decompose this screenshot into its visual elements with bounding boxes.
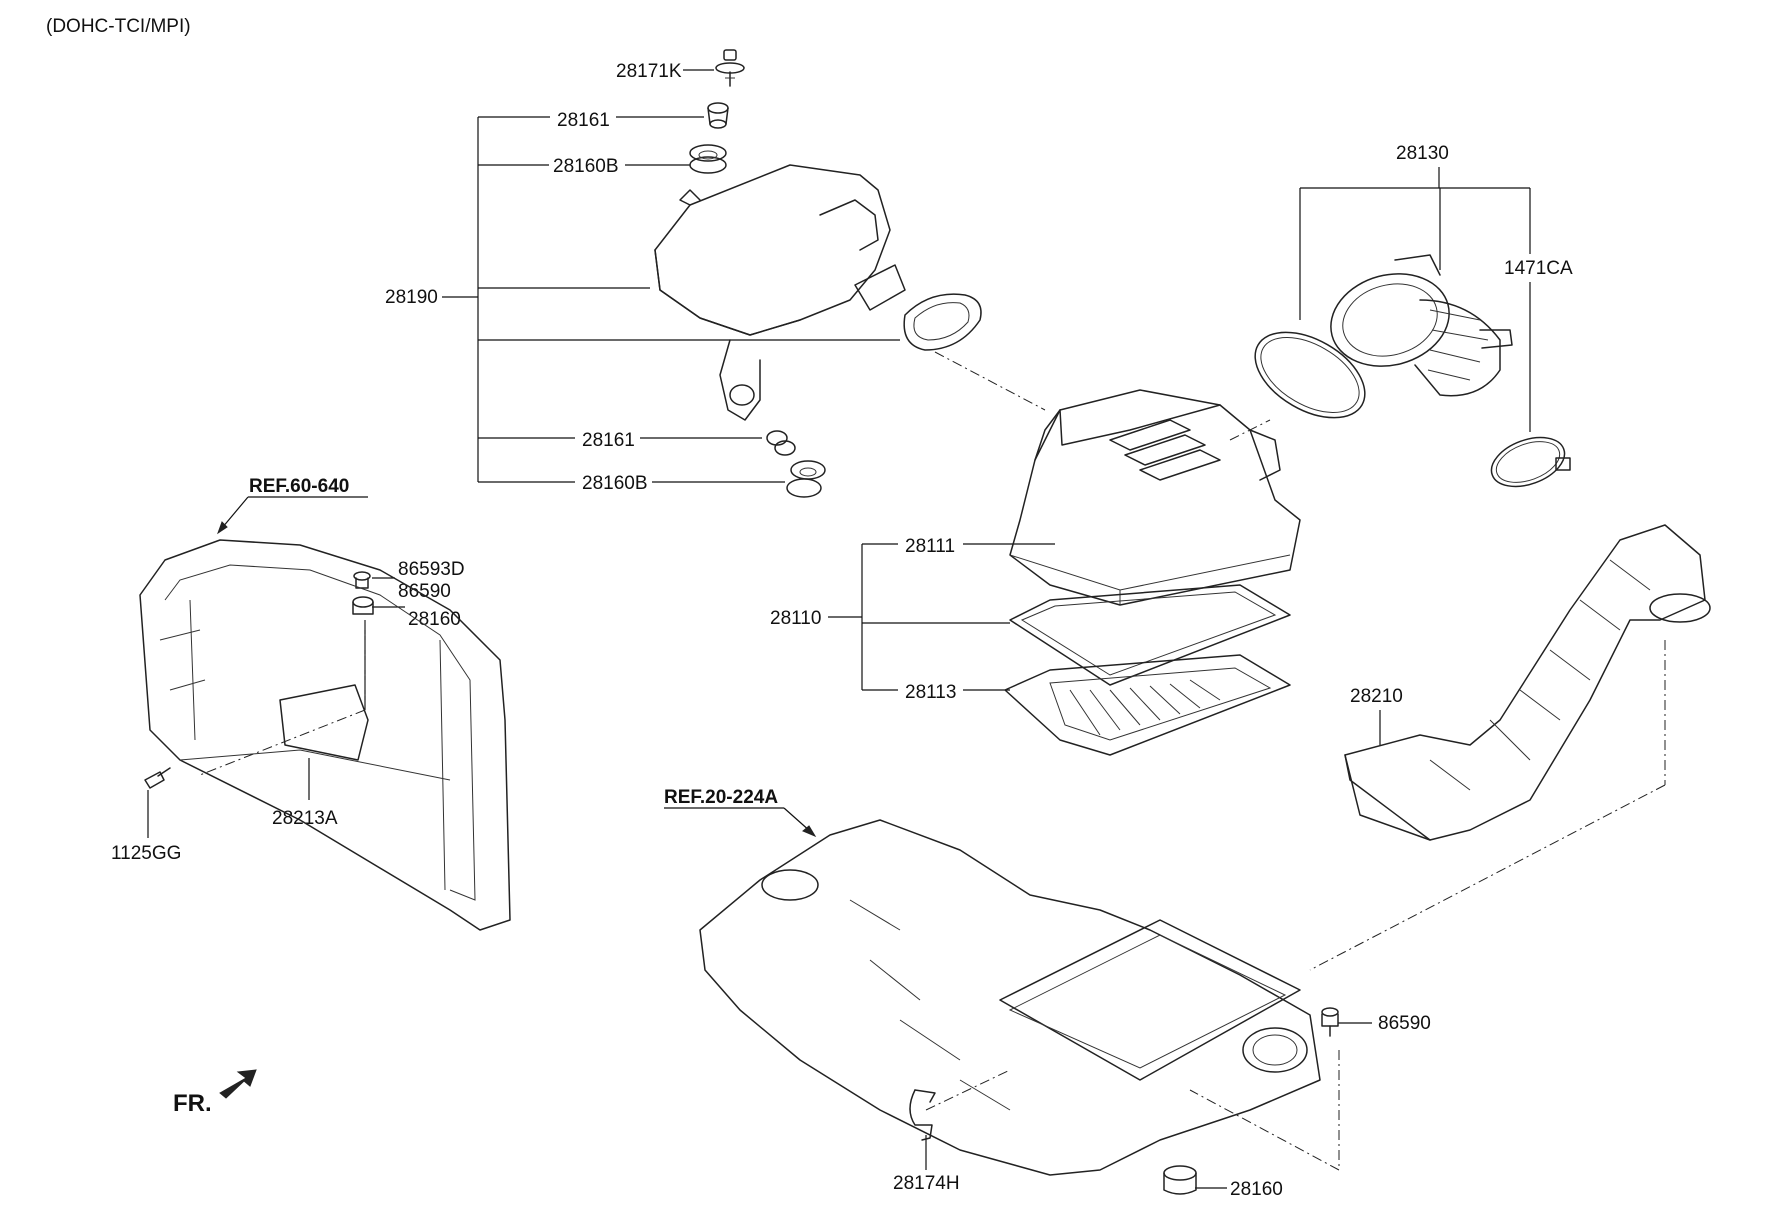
part-label-28171K[interactable]: 28171K [616,61,682,82]
bolt-86590-right-icon[interactable] [1321,1007,1339,1037]
clip-28174H-icon[interactable] [909,1089,936,1141]
front-direction-arrow-icon [219,1069,257,1099]
o-ring-28161-bottom-icon[interactable] [766,430,796,456]
part-label-28160B-top[interactable]: 28160B [553,156,619,177]
bolt-1125GG-icon[interactable] [144,767,171,789]
part-label-28160B-bottom[interactable]: 28160B [582,473,648,494]
part-label-28160-bottom[interactable]: 28160 [1230,1179,1283,1200]
part-label-86593D[interactable]: 86593D [398,559,465,580]
grommet-28161-top-icon[interactable] [707,102,729,129]
bolt-28171K-icon[interactable] [715,49,745,87]
part-label-28161-top[interactable]: 28161 [557,110,610,131]
mount-28160-bottom-icon[interactable] [1163,1165,1197,1195]
grommet-28160B-bottom-icon[interactable] [786,460,826,498]
resonator-cover-28190[interactable] [654,164,906,421]
part-label-28161-bottom[interactable]: 28161 [582,430,635,451]
part-label-28111[interactable]: 28111 [905,536,955,557]
assembly-center-lines [199,351,1666,1171]
air-duct-28210[interactable] [1344,524,1711,841]
grommet-28160B-top-icon[interactable] [689,144,727,174]
part-label-28113[interactable]: 28113 [905,682,956,703]
part-label-28174H[interactable]: 28174H [893,1173,960,1194]
part-label-28160-left[interactable]: 28160 [408,609,461,630]
part-label-28210[interactable]: 28210 [1350,686,1403,707]
part-label-28190[interactable]: 28190 [385,287,438,308]
ref-label-engine[interactable]: REF.20-224A [664,787,778,808]
mount-28160-left-icon[interactable] [352,596,374,615]
part-label-28130[interactable]: 28130 [1396,143,1449,164]
part-label-1471CA[interactable]: 1471CA [1504,258,1573,279]
front-direction-label: FR. [173,1090,212,1117]
ref-label-front-end-module[interactable]: REF.60-640 [249,476,349,497]
part-label-1125GG[interactable]: 1125GG [111,843,181,864]
engine-variant-label: (DOHC-TCI/MPI) [46,16,191,37]
part-label-28213A[interactable]: 28213A [272,808,338,829]
bolt-86590-left-icon[interactable] [353,571,371,589]
filter-element-28113[interactable] [1004,654,1291,756]
engine-intake-manifold[interactable] [699,819,1321,1176]
part-label-28110[interactable]: 28110 [770,608,821,629]
hose-clamp-lower-1471CA[interactable] [1485,428,1571,495]
part-label-86590-right[interactable]: 86590 [1378,1013,1431,1034]
seal-ring-28190[interactable] [903,293,982,351]
air-cleaner-upper-body-28111[interactable] [1009,389,1301,606]
intake-hose-28130[interactable] [1320,254,1513,397]
hose-clamp-upper-1471CA[interactable] [1241,315,1380,436]
part-label-86590-left[interactable]: 86590 [398,581,451,602]
front-end-module-carrier[interactable] [139,539,511,931]
